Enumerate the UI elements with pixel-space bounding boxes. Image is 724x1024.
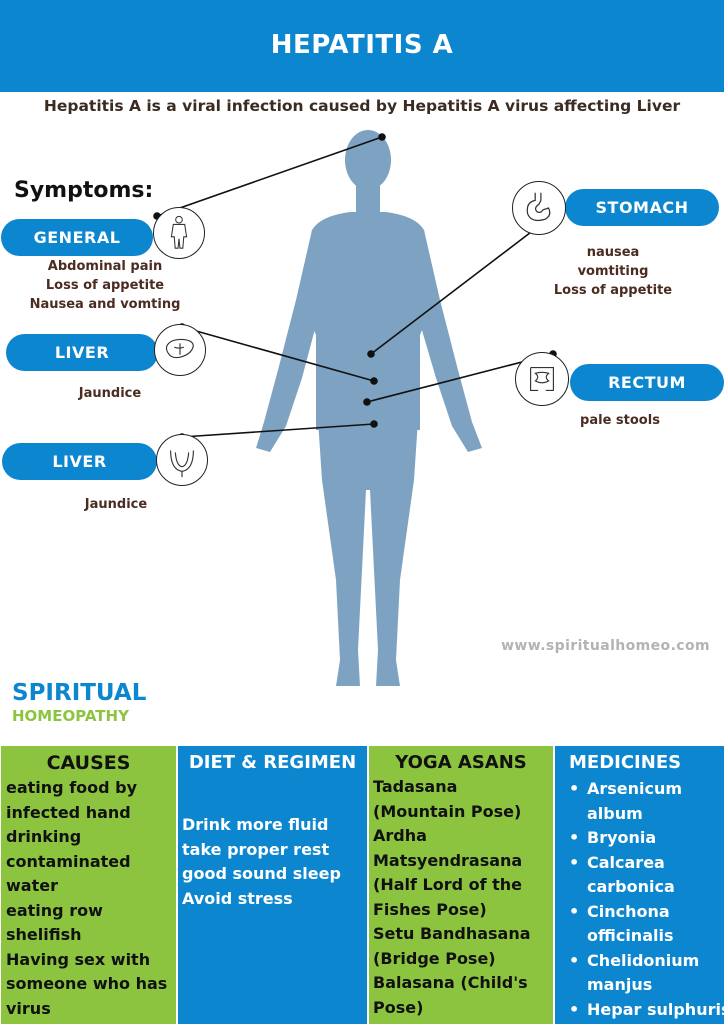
liver-label-2: LIVER <box>2 443 157 480</box>
human-body-silhouette <box>256 130 482 686</box>
list-item: Fishes Pose) <box>373 899 487 919</box>
list-item: Ardha <box>373 826 427 845</box>
diet-list: Drink more fluid take proper rest good s… <box>178 775 367 911</box>
list-item: Avoid stress <box>182 888 293 908</box>
list-item: Drink more fluid <box>182 815 329 834</box>
list-item: good sound sleep <box>182 864 341 883</box>
list-item: contaminated <box>6 851 131 871</box>
liver-notes-2: Jaundice <box>84 497 148 512</box>
rectum-notes: pale stools <box>580 413 660 428</box>
brand-line-2: HOMEOPATHY <box>12 707 129 725</box>
list-item: shelifish <box>6 925 82 944</box>
title-banner: HEPATITIS A <box>0 0 724 92</box>
list-item: infected hand <box>6 802 131 822</box>
list-item: Hepar sulphuris <box>567 998 724 1023</box>
list-item: take proper rest <box>182 839 330 859</box>
subtitle: Hepatitis A is a viral infection caused … <box>43 97 681 115</box>
diet-heading: DIET & REGIMEN <box>188 752 357 773</box>
list-item: Setu Bandhasana <box>373 924 531 943</box>
list-item: eating food by <box>6 778 138 797</box>
list-item: (Mountain Pose) <box>373 801 522 821</box>
yoga-panel: YOGA ASANS Tadasana (Mountain Pose) Ardh… <box>369 746 553 1024</box>
rectum-label: RECTUM <box>570 364 724 401</box>
list-item: Matsyendrasana <box>373 850 523 870</box>
general-notes: Abdominal pain Loss of appetite Nausea a… <box>29 259 181 312</box>
brand-line-1: SPIRITUAL <box>12 680 147 706</box>
liver-label-1: LIVER <box>6 334 158 371</box>
list-item: water <box>6 876 58 895</box>
causes-heading: CAUSES <box>46 752 131 774</box>
list-item: virus <box>6 998 51 1018</box>
liver-icon <box>154 324 206 376</box>
list-item: (Bridge Pose) <box>373 948 496 968</box>
list-item: eating row <box>6 900 103 920</box>
causes-panel: CAUSES eating food by infected hand drin… <box>1 746 176 1024</box>
symptoms-heading: Symptoms: <box>14 178 154 203</box>
stomach-icon <box>512 181 566 235</box>
list-item: Tadasana <box>373 777 458 796</box>
stomach-notes: nausea vomtiting Loss of appetite <box>553 245 673 298</box>
page-title: HEPATITIS A <box>270 30 454 60</box>
stomach-label: STOMACH <box>565 189 719 226</box>
yoga-heading: YOGA ASANS <box>395 752 527 773</box>
medicines-heading: MEDICINES <box>569 752 682 773</box>
causes-list: eating food by infected hand drinking co… <box>1 776 176 1021</box>
yoga-list: Tadasana (Mountain Pose) Ardha Matsyendr… <box>369 775 553 1020</box>
list-item: Bryonia <box>567 826 724 851</box>
list-item: someone who has <box>6 974 168 993</box>
human-body-outline-icon <box>153 207 205 259</box>
website-watermark: www.spiritualhomeo.com <box>501 638 710 654</box>
list-item: Having sex with <box>6 949 151 969</box>
gallbladder-icon <box>156 434 208 486</box>
liver-notes-1: Jaundice <box>78 386 142 401</box>
general-label: GENERAL <box>1 219 153 256</box>
diet-panel: DIET & REGIMEN Drink more fluid take pro… <box>178 746 367 1024</box>
list-item: Pose) <box>373 997 424 1017</box>
intestines-icon <box>515 352 569 406</box>
list-item: drinking <box>6 827 82 846</box>
list-item: Balasana (Child's <box>373 973 528 992</box>
list-item: (Half Lord of the <box>373 875 523 894</box>
